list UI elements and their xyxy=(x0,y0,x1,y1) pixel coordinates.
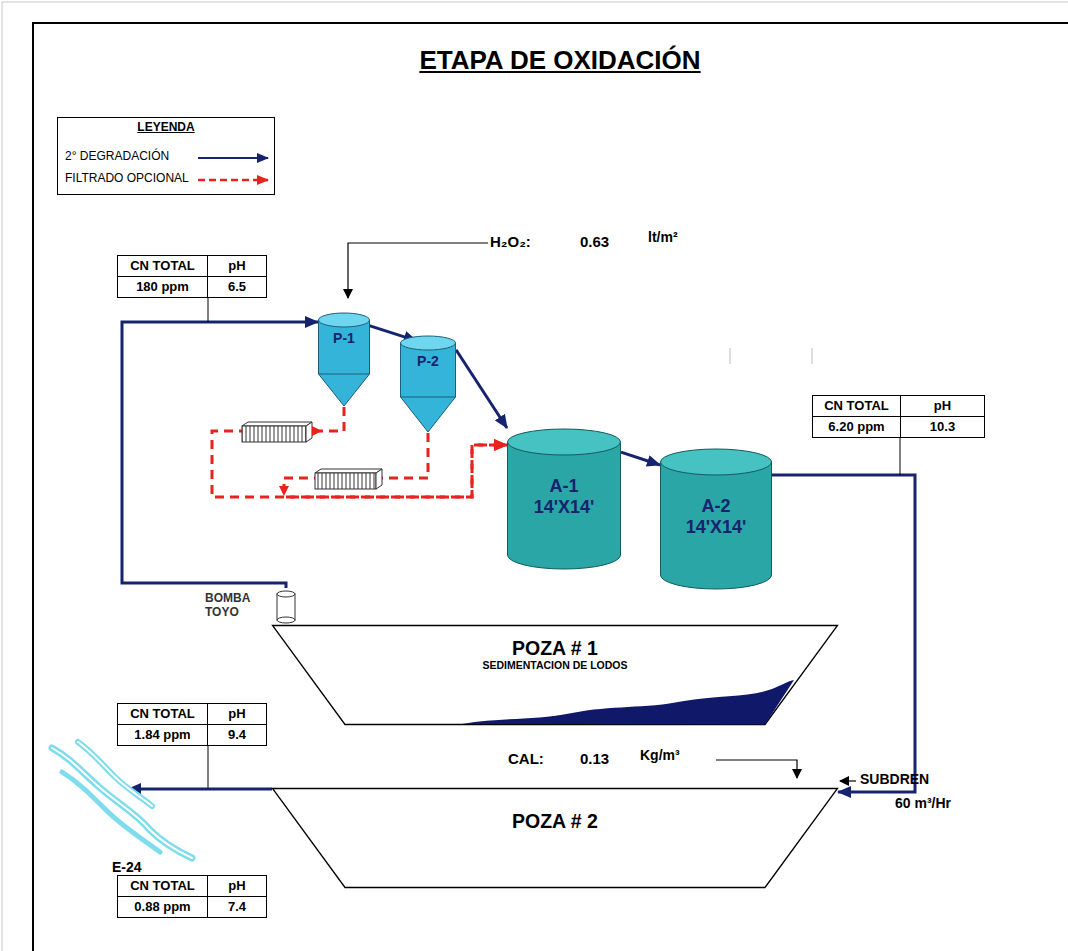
table-cell: 180 ppm xyxy=(117,276,208,298)
legend-sample xyxy=(198,157,268,159)
node-label: POZA # 1 xyxy=(272,637,838,659)
filter-arrowhead xyxy=(279,486,289,496)
table-cell: pH xyxy=(900,395,985,417)
annotation: SUBDREN xyxy=(860,771,929,787)
leader-line xyxy=(900,437,901,475)
discharge-arrow xyxy=(128,788,272,791)
tick-mark xyxy=(812,348,813,364)
node-label: P-2 xyxy=(400,353,456,369)
table-cell: 0.88 ppm xyxy=(117,896,208,918)
table-cell: CN TOTAL xyxy=(117,255,208,277)
filter-arrowhead xyxy=(312,426,322,436)
tick-mark xyxy=(730,348,731,364)
subdrain-arrow xyxy=(840,780,856,781)
annotation: Kg/m³ xyxy=(640,747,680,763)
diagram-title: ETAPA DE OXIDACIÓN xyxy=(260,46,860,76)
process-flow-line xyxy=(122,322,318,588)
process-flow-line xyxy=(456,350,507,428)
annotation: lt/m² xyxy=(648,229,678,245)
table-cell: 10.3 xyxy=(900,416,985,438)
settling-pond: POZA # 2 xyxy=(272,788,838,888)
agitator-tank: A-114'X14' xyxy=(507,428,621,570)
table-cell: CN TOTAL xyxy=(812,395,901,417)
legend-sample xyxy=(198,179,268,182)
annotation: 0.63 xyxy=(580,233,609,250)
agitator-tank: A-214'X14' xyxy=(660,448,772,590)
table-cell: 9.4 xyxy=(207,724,267,746)
table-cell: pH xyxy=(207,255,267,277)
node-label: POZA # 2 xyxy=(272,810,838,832)
dosing-line xyxy=(716,760,797,778)
annotation: 60 m³/Hr xyxy=(895,795,951,811)
cone-tank-outline xyxy=(400,335,456,433)
table-cell: 6.20 ppm xyxy=(812,416,901,438)
pump: BOMBA TOYO xyxy=(205,588,300,628)
settling-pond: POZA # 1SEDIMENTACION DE LODOS xyxy=(272,625,838,725)
filter-press xyxy=(242,422,312,442)
annotation: CAL: xyxy=(508,750,544,767)
node-label: P-1 xyxy=(318,330,370,346)
leader-line xyxy=(208,745,209,789)
node-label: BOMBA TOYO xyxy=(205,592,267,620)
inner-frame xyxy=(33,23,1068,951)
leader-line xyxy=(208,298,209,322)
node-label: A-1 xyxy=(507,476,621,497)
annotation: 0.13 xyxy=(580,750,609,767)
node-label: 14'X14' xyxy=(507,497,621,518)
table-cell: CN TOTAL xyxy=(117,875,208,897)
reactor-tank: P-1 xyxy=(318,312,370,407)
filter-press xyxy=(315,469,382,489)
table-cell: CN TOTAL xyxy=(117,703,208,725)
table-cell: 1.84 ppm xyxy=(117,724,208,746)
table-cell: pH xyxy=(207,703,267,725)
cone-tank-outline xyxy=(318,312,370,407)
node-label: A-2 xyxy=(660,496,772,517)
annotation: H₂O₂: xyxy=(490,233,531,250)
dosing-line xyxy=(348,243,488,298)
annotation: E-24 xyxy=(112,859,142,875)
table-cell: pH xyxy=(207,875,267,897)
optional-filtrate-line xyxy=(284,433,507,497)
node-label: 14'X14' xyxy=(660,517,772,538)
legend-text: 2° DEGRADACIÓN xyxy=(65,150,169,164)
optional-filtrate-line xyxy=(212,407,507,497)
reactor-tank: P-2 xyxy=(400,335,456,433)
pond-outline xyxy=(272,788,838,888)
process-flow-line xyxy=(621,452,660,465)
node-label: SEDIMENTACION DE LODOS xyxy=(272,659,838,671)
table-cell: 7.4 xyxy=(207,896,267,918)
annotation: LEYENDA xyxy=(57,121,275,135)
legend-text: FILTRADO OPCIONAL xyxy=(65,172,189,186)
river-e24 xyxy=(52,742,192,858)
table-cell: 6.5 xyxy=(207,276,267,298)
